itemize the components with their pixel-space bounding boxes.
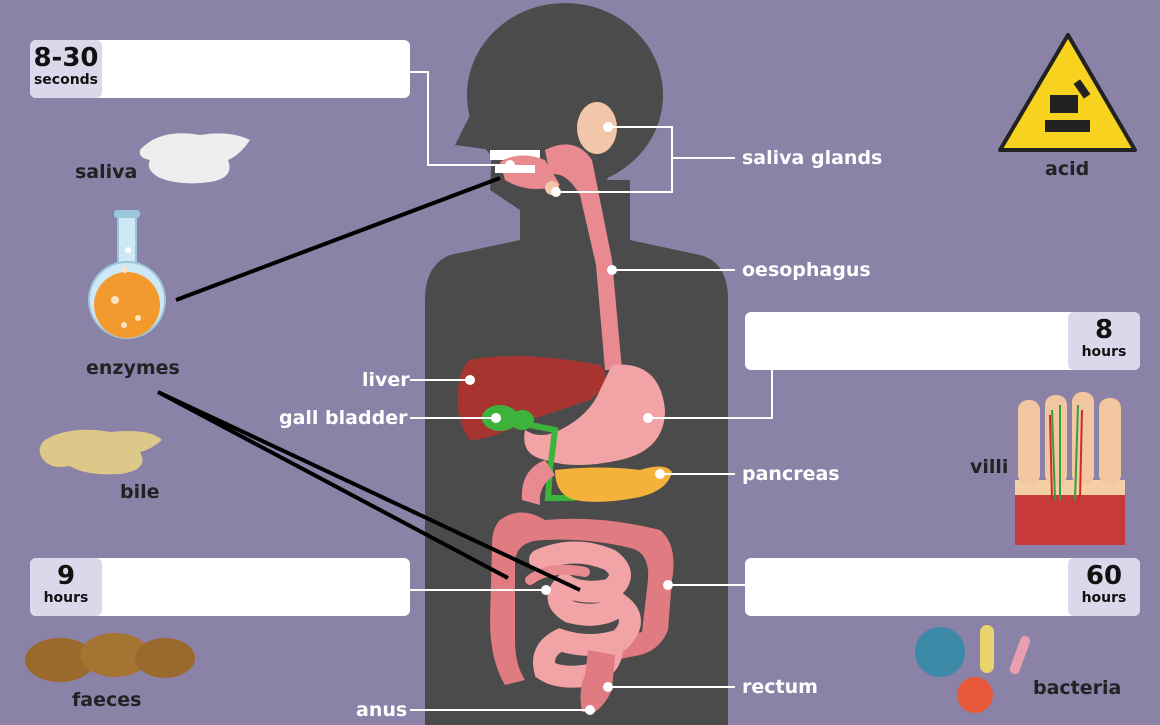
- acid-warning-icon[interactable]: [1000, 35, 1135, 150]
- villi-label[interactable]: villi: [970, 456, 1008, 478]
- oesophagus-label: oesophagus: [742, 259, 871, 281]
- saliva-puddle-icon[interactable]: [140, 133, 250, 183]
- stomach-time-tag: 8 hours: [1068, 312, 1140, 370]
- mouth-time-number: 8-30: [30, 44, 102, 72]
- flask-icon[interactable]: [89, 210, 165, 338]
- stomach-time-unit: hours: [1068, 344, 1140, 360]
- liver-label: liver: [362, 369, 410, 391]
- small-intestine-time-tag: 9 hours: [30, 558, 102, 616]
- bacteria-label[interactable]: bacteria: [1033, 677, 1121, 699]
- anus-label: anus: [356, 699, 407, 721]
- small-intestine-time-number: 9: [30, 562, 102, 590]
- saliva-label[interactable]: saliva: [75, 161, 137, 183]
- stomach-time-number: 8: [1068, 316, 1140, 344]
- faeces-label[interactable]: faeces: [72, 689, 141, 711]
- large-intestine-time-number: 60: [1068, 562, 1140, 590]
- faeces-icon[interactable]: [25, 633, 195, 682]
- saliva-glands-label: saliva glands: [742, 147, 882, 169]
- villi-icon[interactable]: [1015, 392, 1125, 545]
- bile-label[interactable]: bile: [120, 481, 160, 503]
- gall-bladder-label: gall bladder: [279, 407, 407, 429]
- bacteria-icon[interactable]: [915, 625, 1032, 713]
- mouth-time-tag: 8-30 seconds: [30, 40, 102, 98]
- small-intestine-time-unit: hours: [30, 590, 102, 606]
- large-intestine-time-tag: 60 hours: [1068, 558, 1140, 616]
- rectum-label: rectum: [742, 676, 818, 698]
- pancreas-label: pancreas: [742, 463, 840, 485]
- bile-puddle-icon[interactable]: [40, 430, 162, 475]
- acid-label[interactable]: acid: [1045, 158, 1089, 180]
- large-intestine-time-unit: hours: [1068, 590, 1140, 606]
- enzymes-label[interactable]: enzymes: [86, 357, 180, 379]
- mouth-time-unit: seconds: [30, 72, 102, 88]
